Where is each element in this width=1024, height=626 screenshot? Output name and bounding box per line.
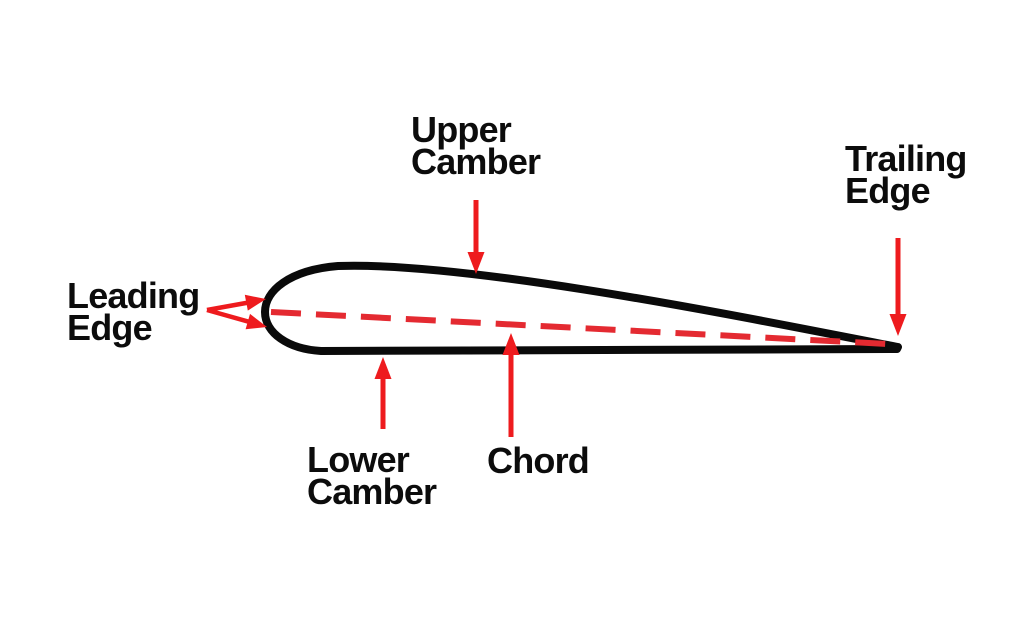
upper-camber-arrow bbox=[467, 200, 485, 274]
leading-edge-label: Leading Edge bbox=[67, 275, 200, 348]
airfoil-outline bbox=[261, 261, 902, 355]
trailing-edge-label: Trailing Edge bbox=[845, 138, 967, 211]
trailing-edge-arrow bbox=[889, 238, 907, 336]
lower-camber-arrow bbox=[374, 357, 392, 429]
leading-edge-arrow bbox=[206, 294, 267, 330]
lower-camber-arrowhead-icon bbox=[374, 357, 392, 379]
leading-edge-lower-arrowhead-icon bbox=[245, 313, 267, 330]
upper-camber-arrowhead-icon bbox=[467, 252, 485, 274]
trailing-edge-arrowhead-icon bbox=[889, 314, 907, 336]
chord-arrow bbox=[502, 333, 520, 437]
chord-label: Chord bbox=[487, 440, 590, 481]
lower-camber-label: Lower Camber bbox=[307, 439, 437, 512]
leading-edge-lower-arrow-shaft bbox=[206, 307, 250, 324]
leading-edge-upper-arrowhead-icon bbox=[244, 294, 266, 311]
chord-arrowhead-icon bbox=[502, 333, 520, 355]
upper-camber-label: Upper Camber bbox=[411, 109, 541, 182]
chord-line bbox=[270, 309, 889, 347]
leading-edge-upper-arrow-shaft bbox=[206, 300, 249, 313]
